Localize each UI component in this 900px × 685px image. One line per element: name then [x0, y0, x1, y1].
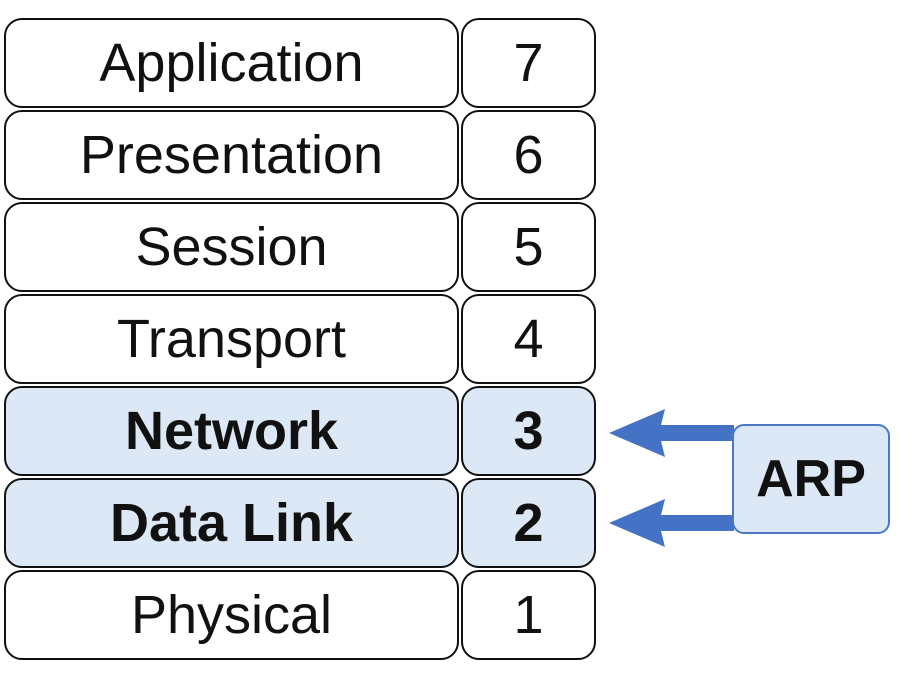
layer-name: Application: [4, 18, 459, 108]
layer-number: 6: [461, 110, 596, 200]
layer-row-session: Session 5: [4, 202, 596, 292]
layer-number: 2: [461, 478, 596, 568]
layer-number: 4: [461, 294, 596, 384]
layer-name: Data Link: [4, 478, 459, 568]
layer-row-physical: Physical 1: [4, 570, 596, 660]
arrow-to-data-link-layer: [609, 499, 734, 547]
layer-name: Network: [4, 386, 459, 476]
layer-row-application: Application 7: [4, 18, 596, 108]
layer-name: Presentation: [4, 110, 459, 200]
layer-number: 7: [461, 18, 596, 108]
arp-protocol-box: ARP: [732, 424, 890, 534]
layer-row-transport: Transport 4: [4, 294, 596, 384]
layer-row-presentation: Presentation 6: [4, 110, 596, 200]
layer-name: Transport: [4, 294, 459, 384]
layer-row-data-link: Data Link 2: [4, 478, 596, 568]
layer-number: 1: [461, 570, 596, 660]
layer-number: 3: [461, 386, 596, 476]
arp-label: ARP: [756, 450, 866, 508]
arrow-to-network-layer: [609, 409, 734, 457]
layer-name: Session: [4, 202, 459, 292]
layer-name: Physical: [4, 570, 459, 660]
layer-row-network: Network 3: [4, 386, 596, 476]
layer-number: 5: [461, 202, 596, 292]
